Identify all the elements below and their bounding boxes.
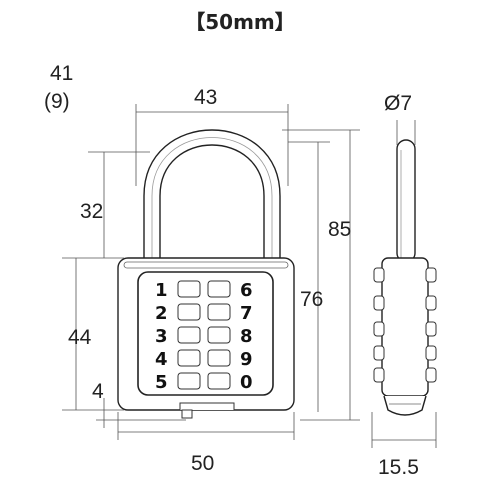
dim-label-9: (9): [44, 90, 70, 113]
page-title: 【50mm】: [185, 10, 295, 34]
dim-line-dia7: [396, 120, 416, 145]
key-digit: 5: [155, 372, 168, 393]
lock-body-top-band: [123, 261, 289, 269]
key-digit: 1: [155, 280, 168, 301]
keypad-panel: [137, 271, 274, 396]
dim-line-85: [282, 129, 360, 421]
dim-line-76: [288, 141, 330, 412]
dim-label-4: 4: [92, 380, 104, 403]
dim-label-41: 41: [50, 62, 73, 85]
dim-line-4: [96, 398, 186, 428]
dim-line-44: [62, 257, 124, 411]
reset-tab: [181, 409, 193, 419]
key-digit: 2: [155, 303, 168, 324]
shackle-highlight: [151, 137, 273, 262]
dim-label-dia7: Ø7: [384, 92, 412, 115]
dim-label-32: 32: [80, 200, 103, 223]
key-digit: 6: [240, 280, 253, 301]
side-shackle: [396, 139, 416, 263]
key-buttons-right: [207, 280, 231, 390]
key-digit: 4: [155, 349, 168, 370]
shackle-inner: [159, 144, 265, 262]
side-bottom: [383, 395, 427, 416]
key-digit: 3: [155, 326, 168, 347]
key-digit: 0: [240, 372, 253, 393]
dim-line-43: [135, 104, 289, 186]
shackle-outer: [143, 129, 281, 262]
side-body: [381, 257, 429, 397]
side-buttons: [373, 267, 437, 383]
dim-line-32: [88, 151, 150, 258]
dim-line-50: [117, 412, 295, 440]
key-digit: 7: [240, 303, 253, 324]
reset-slot: [179, 402, 235, 410]
dim-label-43: 43: [194, 86, 217, 109]
key-digit: 8: [240, 326, 253, 347]
dim-label-15.5: 15.5: [378, 456, 419, 479]
key-buttons-left: [177, 280, 201, 390]
dim-label-50: 50: [191, 452, 214, 475]
dim-label-85: 85: [328, 218, 351, 241]
dim-label-44: 44: [68, 326, 92, 349]
key-digit: 9: [240, 349, 253, 370]
dim-label-76: 76: [300, 288, 323, 311]
dim-line-15.5: [371, 412, 437, 448]
